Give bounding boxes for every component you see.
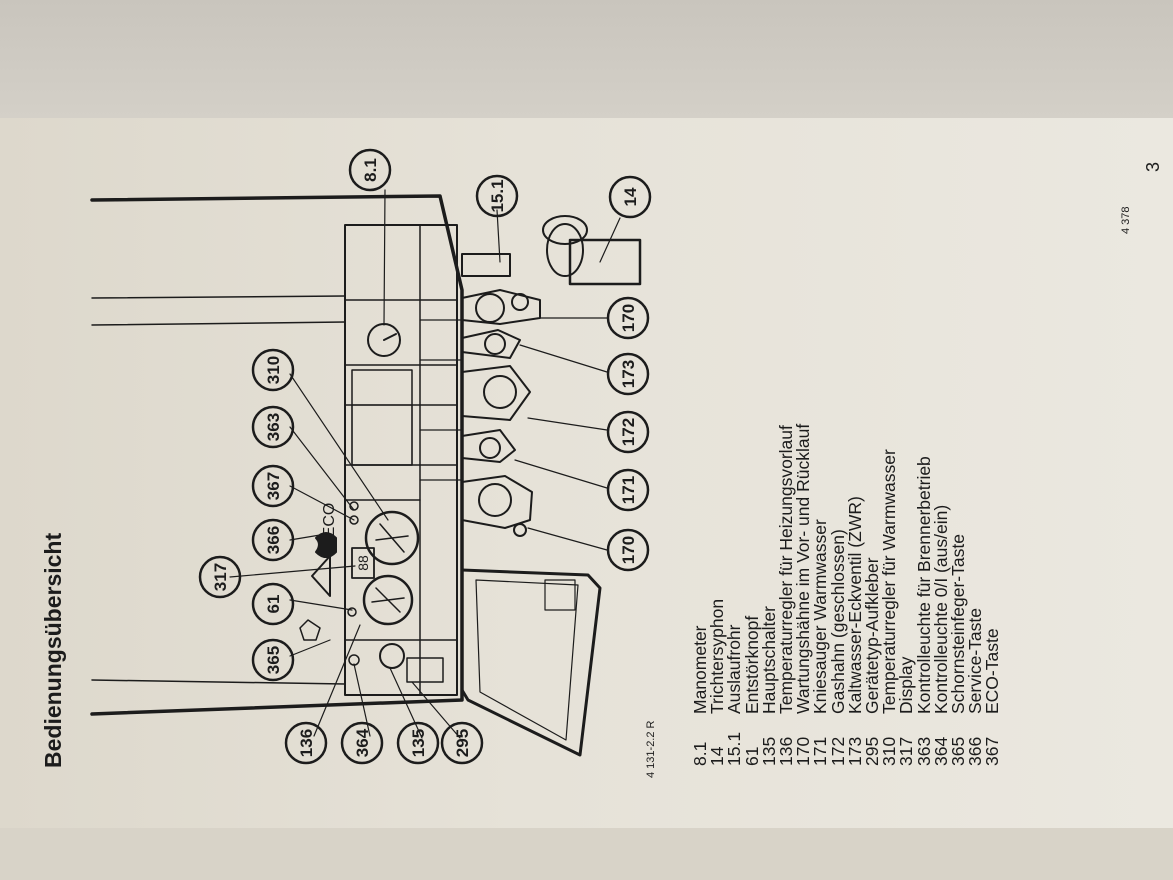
outflow-pipe [461,253,511,277]
display-317 [351,547,375,579]
callout-135: 135 [409,729,428,757]
page-number: 3 [1143,161,1163,172]
callout-363: 363 [264,413,283,441]
background-surface-bottom [0,828,1173,880]
chimney-icon [299,619,321,641]
valve-group [461,289,541,537]
display-digits: 88 [355,555,371,571]
callout-170-a: 170 [619,536,638,564]
background-surface [0,0,1173,120]
main-switch-135 [379,643,405,669]
front-flap [460,568,602,757]
callout-15-1: 15.1 [488,179,507,212]
warning-triangle-icon [311,555,331,597]
callout-365: 365 [264,646,283,674]
boiler-housing [90,194,464,716]
callout-136: 136 [297,729,316,757]
callout-170-b: 170 [619,304,638,332]
callout-295: 295 [453,729,472,757]
page-code: 4 378 [1120,206,1132,234]
callout-172: 172 [619,418,638,446]
syphon-pipe [568,238,642,286]
callout-173: 173 [619,360,638,388]
callout-171: 171 [619,476,638,504]
callout-14: 14 [621,187,640,206]
callout-364: 364 [353,728,372,757]
control-panel [344,224,458,696]
wrench-icon [315,532,337,558]
syphon-funnel [542,215,588,245]
eco-label: ECO [321,503,338,538]
callout-61: 61 [264,595,283,614]
callout-367: 367 [264,472,283,500]
callout-317: 317 [211,563,230,591]
knob-310 [364,510,420,566]
callout-310: 310 [264,356,283,384]
knob-136 [362,574,414,626]
callout-366: 366 [264,526,283,554]
callout-8-1: 8.1 [361,158,380,182]
